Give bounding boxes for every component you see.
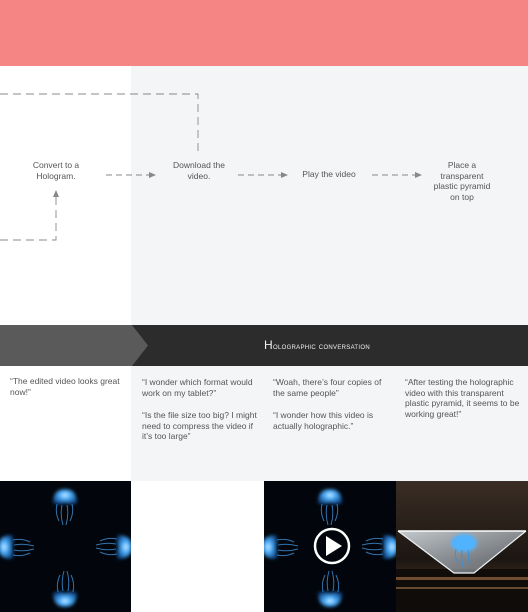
pyramid-hologram-photo bbox=[396, 481, 528, 612]
quote-text: “I wonder how this video is actually hol… bbox=[273, 410, 374, 431]
quote-text: “The edited video looks great now!” bbox=[10, 376, 120, 397]
banner-arrow-shape bbox=[0, 325, 148, 366]
arrow-right-icon bbox=[149, 172, 156, 178]
quote-column-4: “After testing the holographic video wit… bbox=[396, 366, 528, 481]
flow-connectors bbox=[0, 93, 422, 241]
step-download-video: Download the video. bbox=[173, 160, 225, 181]
step-convert-hologram: Convert to a Hologram. bbox=[32, 160, 80, 181]
banner-title-rest: olographic conversation bbox=[273, 341, 370, 351]
loop-connector-top bbox=[0, 93, 199, 154]
loop-connector-bottom bbox=[0, 194, 57, 241]
image-row bbox=[0, 481, 528, 612]
play-circle-icon[interactable] bbox=[313, 527, 351, 565]
banner-title-initial: H bbox=[264, 338, 273, 352]
step-place-pyramid: Place a transparent plastic pyramid on t… bbox=[433, 160, 491, 202]
blank-tile bbox=[131, 481, 264, 612]
quote-column-2: “I wonder which format would work on my … bbox=[131, 366, 263, 481]
arrow-up-icon bbox=[53, 190, 59, 197]
quotes-row: “The edited video looks great now!” “I w… bbox=[0, 366, 528, 481]
quote-text: “After testing the holographic video wit… bbox=[405, 377, 520, 419]
quote-column-3: “Woah, there’s four copies of the same p… bbox=[263, 366, 396, 481]
arrow-right-icon bbox=[415, 172, 422, 178]
section-banner: Holographic conversation bbox=[0, 325, 528, 366]
quote-text: “Is the file size too big? I might need … bbox=[142, 410, 257, 441]
banner-title: Holographic conversation bbox=[148, 325, 486, 366]
process-flow: Convert to a Hologram. Download the vide… bbox=[0, 66, 528, 325]
video-player[interactable] bbox=[264, 481, 396, 612]
hologram-video-still bbox=[0, 481, 131, 612]
top-accent-band bbox=[0, 0, 528, 66]
arrow-right-icon bbox=[281, 172, 288, 178]
process-flow-panel bbox=[131, 66, 528, 325]
quote-text: “Woah, there’s four copies of the same p… bbox=[273, 377, 382, 398]
step-play-video: Play the video bbox=[302, 169, 356, 179]
quote-text: “I wonder which format would work on my … bbox=[142, 377, 253, 398]
quote-column-1: “The edited video looks great now!” bbox=[0, 366, 131, 481]
